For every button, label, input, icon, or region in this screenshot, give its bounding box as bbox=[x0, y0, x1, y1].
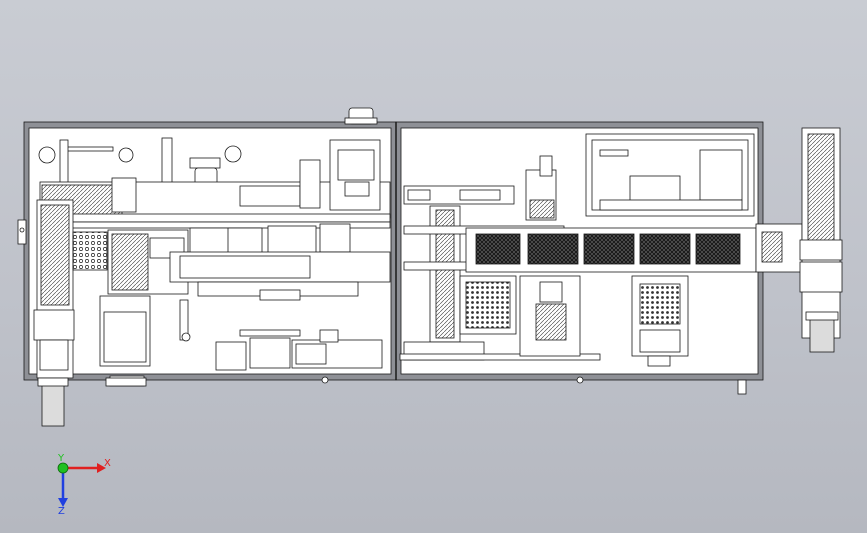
y-axis-label: Y bbox=[57, 453, 65, 464]
hole bbox=[118, 147, 134, 163]
chip-tray-1 bbox=[475, 233, 521, 265]
hole bbox=[38, 146, 56, 164]
mesh-tray-left bbox=[465, 281, 511, 329]
chip-tray-5 bbox=[695, 233, 741, 265]
x-axis-label: X bbox=[104, 458, 111, 469]
dot-grid-left bbox=[72, 231, 108, 271]
machine-assembly bbox=[17, 107, 843, 427]
hole bbox=[224, 145, 242, 163]
coordinate-triad: X Y Z bbox=[57, 453, 111, 517]
main-rail bbox=[59, 213, 391, 223]
y-axis-dot bbox=[57, 462, 69, 474]
chip-tray-3 bbox=[583, 233, 635, 265]
chip-tray-4 bbox=[639, 233, 691, 265]
right-motor bbox=[809, 317, 835, 353]
z-axis-label: Z bbox=[58, 506, 65, 517]
mesh-tray-right bbox=[639, 283, 681, 325]
left-motor bbox=[41, 379, 65, 427]
chip-tray-2 bbox=[527, 233, 579, 265]
